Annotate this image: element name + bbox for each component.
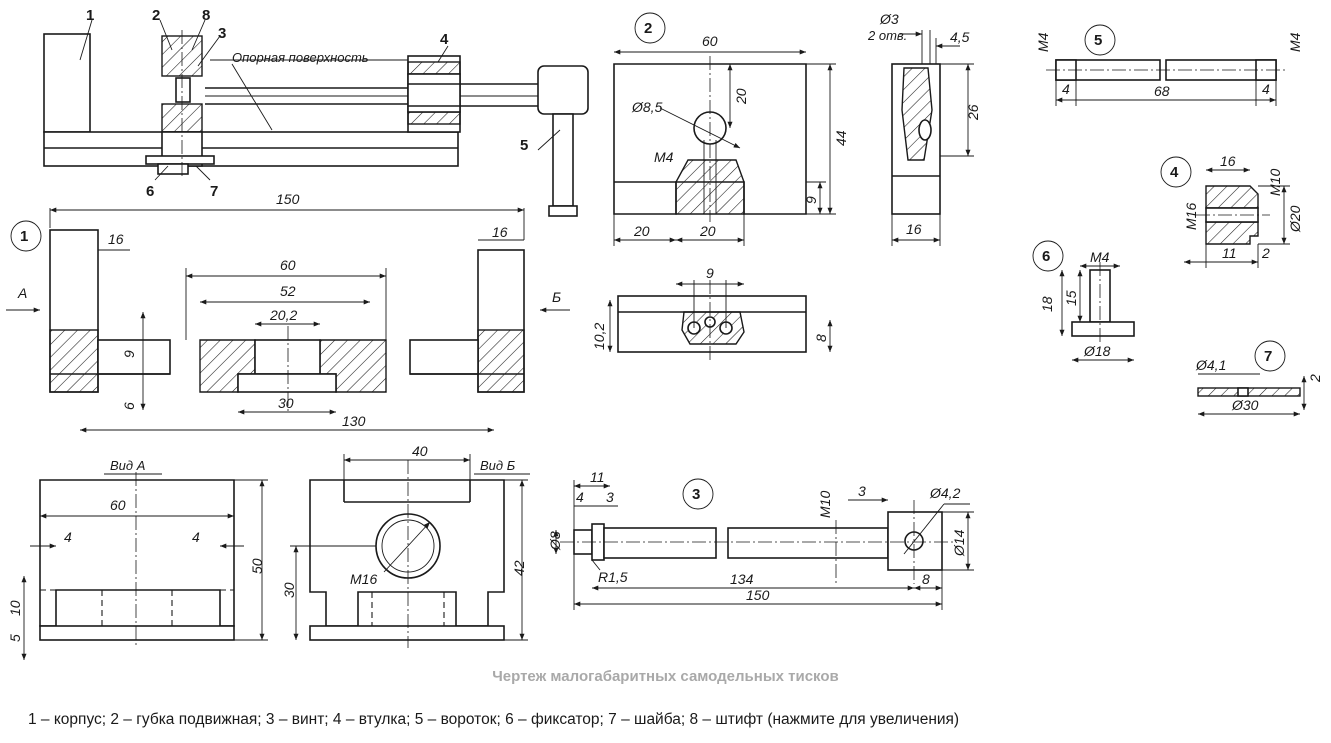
part-3-circle-label: 3: [692, 486, 700, 503]
p3-dim-d4-2: Ø4,2: [929, 485, 961, 501]
view-a-label: Вид А: [110, 458, 145, 473]
p2-dim-9: 9: [803, 196, 819, 204]
p2s-dim-4-5: 4,5: [950, 29, 970, 45]
p2-dim-60: 60: [702, 33, 718, 49]
part-label-4: 4: [440, 31, 449, 48]
p3-dim-150: 150: [746, 587, 770, 603]
p2-dim-m4: M4: [654, 149, 674, 165]
p5-dim-68: 68: [1154, 83, 1170, 99]
p4-dim-d20: Ø20: [1287, 205, 1303, 233]
part-4-bushing: 4 16 M10 M16 Ø20 11 2: [1160, 153, 1303, 268]
p3-dim-r1-5: R1,5: [598, 569, 628, 585]
p6-dim-m4: M4: [1090, 249, 1110, 265]
p3-dim-134: 134: [730, 571, 754, 587]
technical-drawing: 1 2 8 3 4 5 6 7 Опорная поверхность 1 15…: [6, 7, 1323, 660]
dim-130: 130: [342, 413, 366, 429]
p7-dim-d30: Ø30: [1231, 397, 1259, 413]
va-dim-60: 60: [110, 497, 126, 513]
arrow-a-label: А: [17, 285, 27, 301]
dim-16-left: 16: [108, 231, 124, 247]
p3-dim-d8: Ø8: [547, 531, 563, 551]
p2-dim-20-vert: 20: [733, 88, 749, 105]
part-4-circle-label: 4: [1170, 164, 1179, 181]
p6-dim-d18: Ø18: [1083, 343, 1111, 359]
part-label-2: 2: [152, 7, 160, 24]
p5-dim-4-left: 4: [1062, 81, 1070, 97]
dim-150: 150: [276, 191, 300, 207]
p3-dim-3-left: 3: [606, 489, 614, 505]
p3-dim-m10: M10: [817, 491, 833, 518]
part-1-section: 1 150 16 9 6 60 52 20,2 30 16: [6, 191, 570, 433]
p2-dim-9-top: 9: [706, 265, 714, 281]
p2-dim-20-a: 20: [633, 223, 650, 239]
dim-60: 60: [280, 257, 296, 273]
p4-dim-16: 16: [1220, 153, 1236, 169]
part-label-5: 5: [520, 137, 528, 154]
dim-9: 9: [121, 350, 137, 358]
part-2-jaw: 2 60 Ø8,5 20 M4 44 9 20 20: [591, 11, 981, 362]
view-b: Вид Б 40 M16 30 42: [281, 443, 530, 648]
p2-dim-20-b: 20: [699, 223, 716, 239]
part-1-circle-label: 1: [20, 228, 28, 245]
va-dim-4-left: 4: [64, 529, 72, 545]
p5-dim-m4-left: M4: [1035, 32, 1051, 52]
part-2-circle-label: 2: [644, 20, 652, 37]
p3-dim-3-right: 3: [858, 483, 866, 499]
p2s-dim-26: 26: [965, 104, 981, 121]
va-dim-5: 5: [7, 634, 23, 642]
p2s-dim-16: 16: [906, 221, 922, 237]
support-surface-label: Опорная поверхность: [232, 50, 369, 65]
dim-6: 6: [121, 402, 137, 410]
p4-dim-m10: M10: [1267, 169, 1283, 196]
part-3-screw: 3 11 4 3 Ø8 M10 3 Ø4,2 Ø14 R1,5 134 8: [547, 469, 974, 610]
dim-16-right: 16: [492, 224, 508, 240]
p5-dim-m4-right: M4: [1287, 32, 1303, 52]
dim-30: 30: [278, 395, 294, 411]
p2-dim-44: 44: [833, 130, 849, 146]
part-7-circle-label: 7: [1264, 348, 1272, 365]
va-dim-4-right: 4: [192, 529, 200, 545]
p3-dim-11: 11: [590, 469, 605, 485]
p2-dim-d8-5: Ø8,5: [631, 99, 663, 115]
part-6-circle-label: 6: [1042, 248, 1050, 265]
p2-dim-8: 8: [813, 334, 829, 342]
figure-caption: Чертеж малогабаритных самодельных тисков: [492, 668, 839, 685]
va-dim-50: 50: [249, 558, 265, 574]
two-holes-label: 2 отв.: [867, 28, 907, 43]
part-label-7: 7: [210, 183, 218, 200]
va-dim-10: 10: [7, 600, 23, 616]
assembly-view: 1 2 8 3 4 5 6 7 Опорная поверхность: [43, 7, 589, 217]
part-7-washer: 7 Ø4,1 2 Ø30: [1195, 340, 1323, 417]
p3-dim-4: 4: [576, 489, 584, 505]
p4-dim-m16: M16: [1183, 203, 1199, 230]
p7-dim-d4-1: Ø4,1: [1195, 357, 1226, 373]
part-label-3: 3: [218, 25, 226, 42]
part-label-1: 1: [86, 7, 94, 24]
vb-dim-m16: M16: [350, 571, 377, 587]
part-5-circle-label: 5: [1094, 32, 1102, 49]
parts-legend-link[interactable]: 1 – корпус; 2 – губка подвижная; 3 – вин…: [28, 711, 960, 728]
part-label-6: 6: [146, 183, 154, 200]
vb-dim-30: 30: [281, 582, 297, 598]
vb-dim-40: 40: [412, 443, 428, 459]
p7-dim-2: 2: [1307, 374, 1323, 383]
dim-52: 52: [280, 283, 296, 299]
p4-dim-11: 11: [1222, 245, 1237, 261]
dim-20-2: 20,2: [269, 307, 297, 323]
p6-dim-18: 18: [1039, 296, 1055, 312]
view-b-label: Вид Б: [480, 458, 516, 473]
part-5-handle: 5 M4 M4 4 68 4: [1035, 24, 1303, 106]
p2-dim-10-2: 10,2: [591, 323, 607, 350]
arrow-b-label: Б: [552, 289, 561, 305]
vb-dim-42: 42: [511, 560, 527, 576]
part-label-8: 8: [202, 7, 210, 24]
view-a: Вид А 60 4 4 50 10 5: [7, 458, 268, 660]
p2s-dim-d3: Ø3: [879, 11, 899, 27]
p3-dim-d14: Ø14: [951, 529, 967, 557]
p6-dim-15: 15: [1063, 290, 1079, 306]
p5-dim-4-right: 4: [1262, 81, 1270, 97]
p3-dim-8: 8: [922, 571, 930, 587]
part-6-retainer: 6 M4 18 15 Ø18: [1032, 240, 1135, 363]
p4-dim-2: 2: [1261, 245, 1270, 261]
